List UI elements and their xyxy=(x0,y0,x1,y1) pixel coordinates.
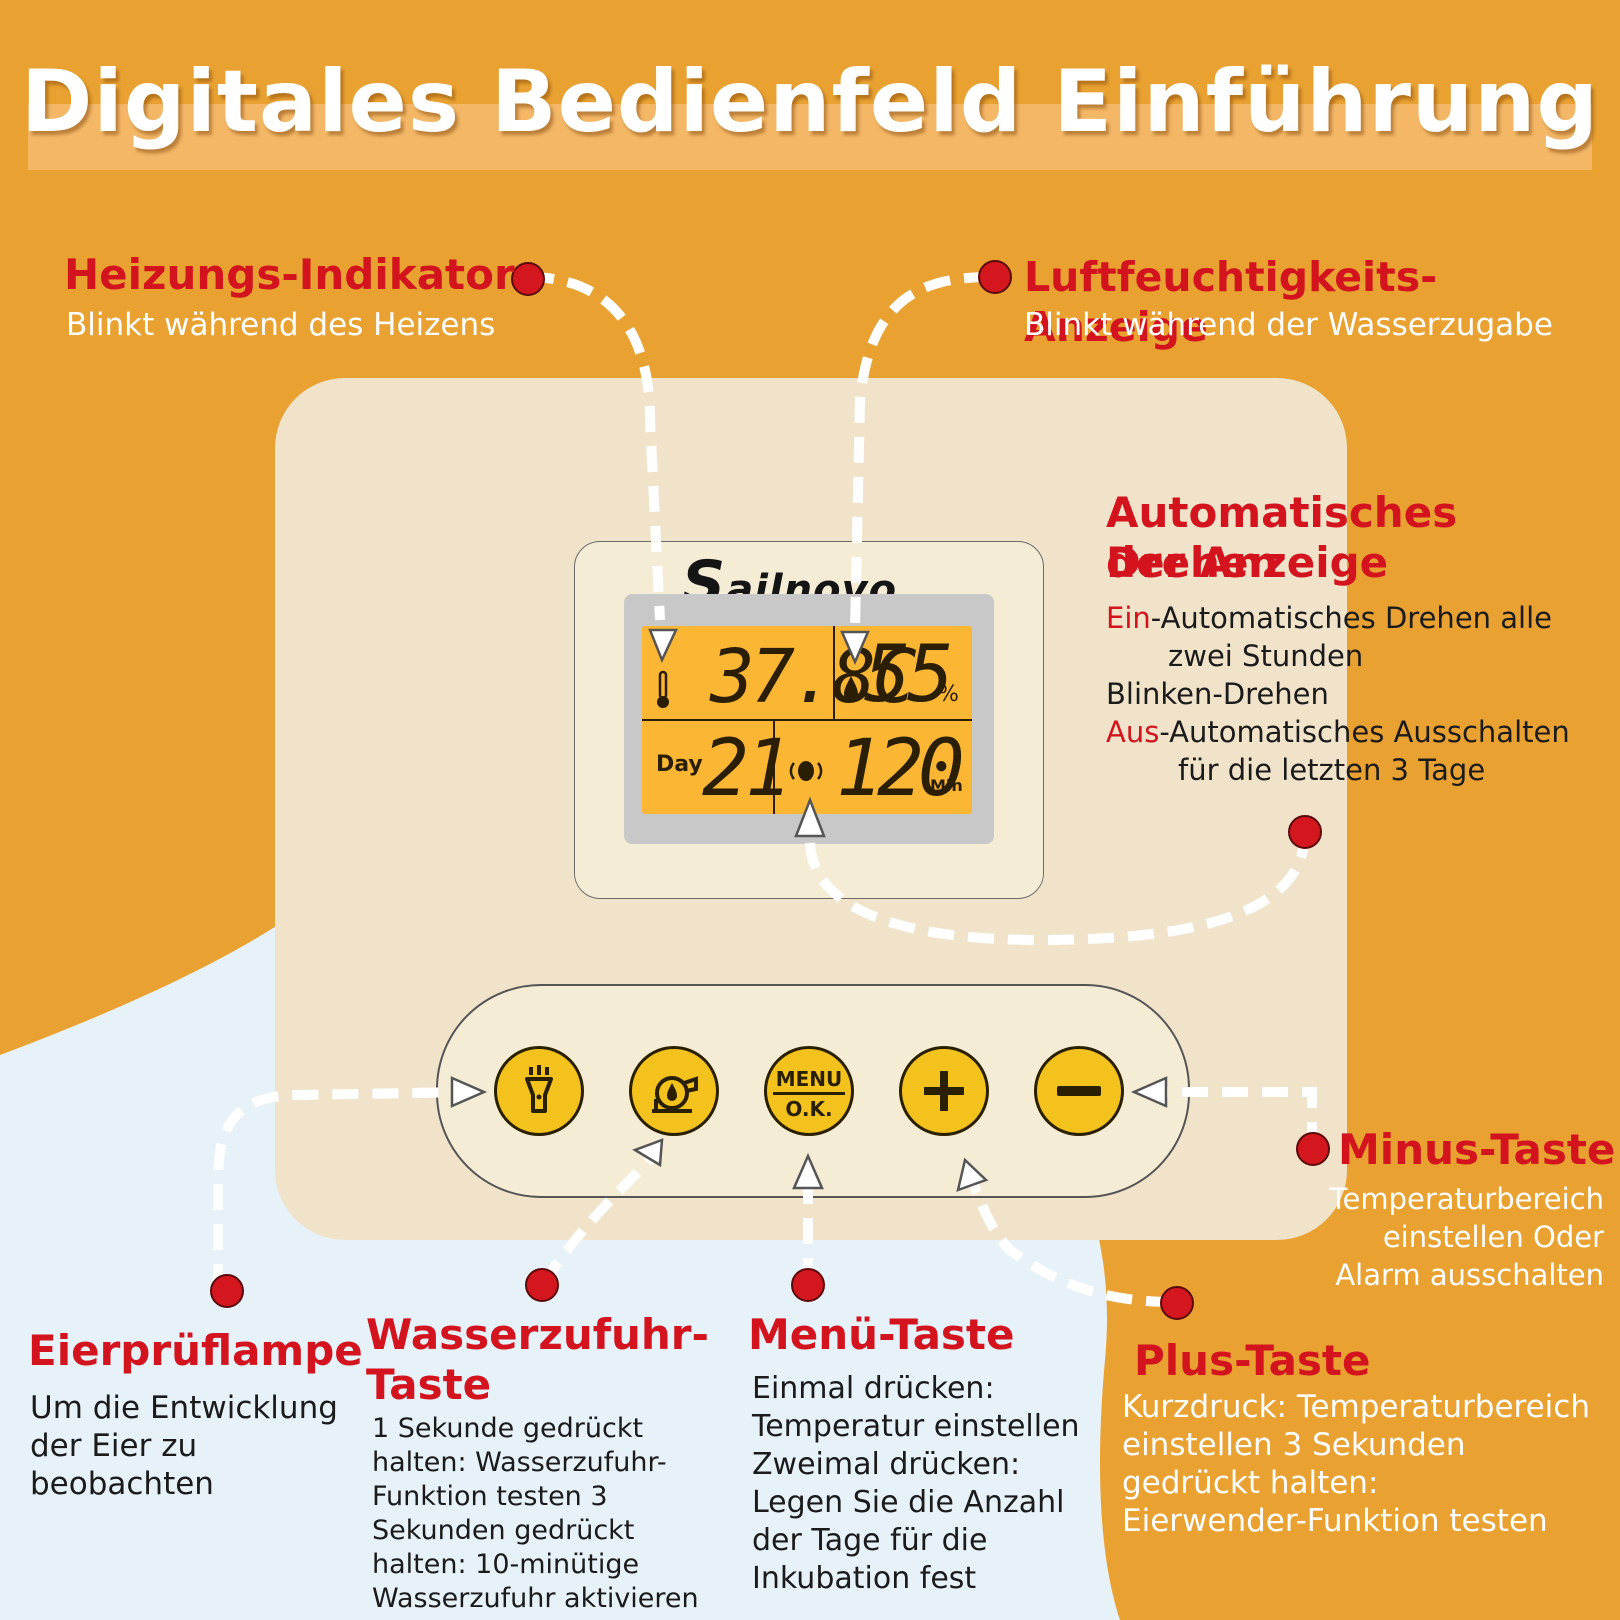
arrowhead-menu xyxy=(792,1152,824,1190)
arrowhead-minus xyxy=(1130,1076,1168,1108)
menu-button-divider xyxy=(773,1092,845,1095)
menu-key-line-6: Inkubation fest xyxy=(752,1561,977,1596)
turning-on-key: Ein xyxy=(1106,601,1151,635)
minus-key-line-3: Alarm ausschalten xyxy=(1335,1258,1604,1292)
arrowhead-plus xyxy=(956,1157,989,1192)
menu-ok-button[interactable]: MENU O.K. xyxy=(764,1046,854,1136)
water-pump-icon xyxy=(652,1076,698,1113)
menu-key-line-3: Zweimal drücken: xyxy=(752,1447,1021,1482)
turning-on-text: -Automatisches Drehen alle xyxy=(1150,601,1552,635)
turning-off-text2: für die letzten 3 Tage xyxy=(1178,753,1486,787)
thermometer-icon xyxy=(657,670,669,708)
plus-key-line-4: Eierwender-Funktion testen xyxy=(1122,1503,1548,1539)
candler-title: Eierprüflampe xyxy=(28,1326,363,1375)
humidity-unit: % xyxy=(938,682,959,707)
menu-key-title: Menü-Taste xyxy=(748,1310,1015,1359)
water-key-line-5: halten: 10-minütige xyxy=(372,1549,640,1580)
menu-key-line-4: Legen Sie die Anzahl xyxy=(752,1485,1065,1520)
dot-heating xyxy=(511,262,545,296)
humidity-indicator-title: Luftfeuchtigkeits-Anzeige xyxy=(1024,253,1438,351)
water-key-line-3: Funktion testen 3 xyxy=(372,1481,608,1512)
plus-icon xyxy=(924,1071,964,1111)
arrowhead-water xyxy=(632,1138,664,1168)
dot-water xyxy=(525,1268,559,1302)
turn-interval-unit: Min xyxy=(930,776,963,795)
dot-candler xyxy=(210,1274,244,1308)
minus-key-line-1: Temperaturbereich xyxy=(1329,1182,1604,1216)
minus-key-line-2: einstellen Oder xyxy=(1382,1220,1604,1254)
menu-button-label: MENU xyxy=(775,1067,843,1091)
day-readout: 21 xyxy=(702,724,792,814)
plus-key-title: Plus-Taste xyxy=(1134,1336,1371,1385)
humidity-indicator-text: Blinkt während der Wasserzugabe xyxy=(1024,307,1553,343)
arrowhead-humidity xyxy=(840,630,870,666)
candler-line-3: beobachten xyxy=(30,1466,214,1502)
water-key-line-4: Sekunden gedrückt xyxy=(372,1515,635,1546)
plus-key-line-1: Kurzdruck: Temperaturbereich xyxy=(1122,1389,1590,1425)
turning-title-line1: Automatisches Drehen xyxy=(1106,488,1458,587)
turning-on-row: Ein-Automatisches Drehen alle xyxy=(1106,600,1552,637)
dot-plus xyxy=(1160,1286,1194,1320)
water-key-title-line1: Wasserzufuhr- xyxy=(366,1310,709,1359)
minus-key-title: Minus-Taste xyxy=(1338,1125,1616,1174)
water-key-title-line2: Taste xyxy=(366,1360,492,1409)
water-key-line-2: halten: Wasserzufuhr- xyxy=(372,1447,667,1478)
page-title: Digitales Bedienfeld Einführung xyxy=(21,52,1599,152)
turning-off-text: -Automatisches Ausschalten xyxy=(1159,715,1570,749)
water-drop-icon xyxy=(844,676,858,701)
turn-interval-readout: 120 xyxy=(836,724,965,814)
turning-on-text2: zwei Stunden xyxy=(1168,639,1364,673)
water-supply-button[interactable] xyxy=(629,1046,719,1136)
lcd-dividers xyxy=(642,626,972,814)
turning-blink-text: Blinken-Drehen xyxy=(1106,677,1329,711)
egg-candler-button[interactable] xyxy=(494,1046,584,1136)
plus-button[interactable] xyxy=(899,1046,989,1136)
arrowhead-heating xyxy=(648,628,678,664)
day-label: Day xyxy=(656,752,703,777)
arrowhead-candler xyxy=(450,1076,488,1108)
flashlight-icon xyxy=(525,1065,553,1113)
dot-menu xyxy=(791,1268,825,1302)
candler-line-2: der Eier zu xyxy=(30,1428,198,1464)
turning-off-row: Aus-Automatisches Ausschalten xyxy=(1106,714,1570,751)
turning-off-key: Aus xyxy=(1106,715,1160,749)
temperature-readout: 37.8C xyxy=(710,634,917,720)
turning-title-line2: der Anzeige xyxy=(1106,538,1389,587)
dot-minus xyxy=(1296,1132,1330,1166)
candler-line-1: Um die Entwicklung xyxy=(30,1390,338,1426)
menu-key-line-5: der Tage für die xyxy=(752,1523,988,1558)
plus-key-line-3: gedrückt halten: xyxy=(1122,1465,1379,1501)
water-key-line-1: 1 Sekunde gedrückt xyxy=(372,1413,644,1444)
heating-indicator-text: Blinkt während des Heizens xyxy=(66,307,496,343)
egg-turn-icon xyxy=(789,761,823,781)
dot-humidity xyxy=(978,260,1012,294)
ok-button-label: O.K. xyxy=(785,1097,833,1121)
title-band xyxy=(28,104,1592,170)
dot-turning xyxy=(1288,815,1322,849)
minus-button[interactable] xyxy=(1034,1046,1124,1136)
water-key-line-6: Wasserzufuhr aktivieren xyxy=(372,1583,699,1614)
humidity-readout: 55 xyxy=(864,630,954,720)
lcd-display: 37.8C 55 % Day 21 120 Min xyxy=(642,626,972,814)
plus-key-line-2: einstellen 3 Sekunden xyxy=(1122,1427,1466,1463)
menu-key-line-2: Temperatur einstellen xyxy=(752,1409,1080,1444)
heating-indicator-title: Heizungs-Indikator xyxy=(64,250,515,299)
arrowhead-turning xyxy=(794,796,826,838)
menu-key-line-1: Einmal drücken: xyxy=(752,1371,995,1406)
minus-icon xyxy=(1057,1086,1101,1096)
